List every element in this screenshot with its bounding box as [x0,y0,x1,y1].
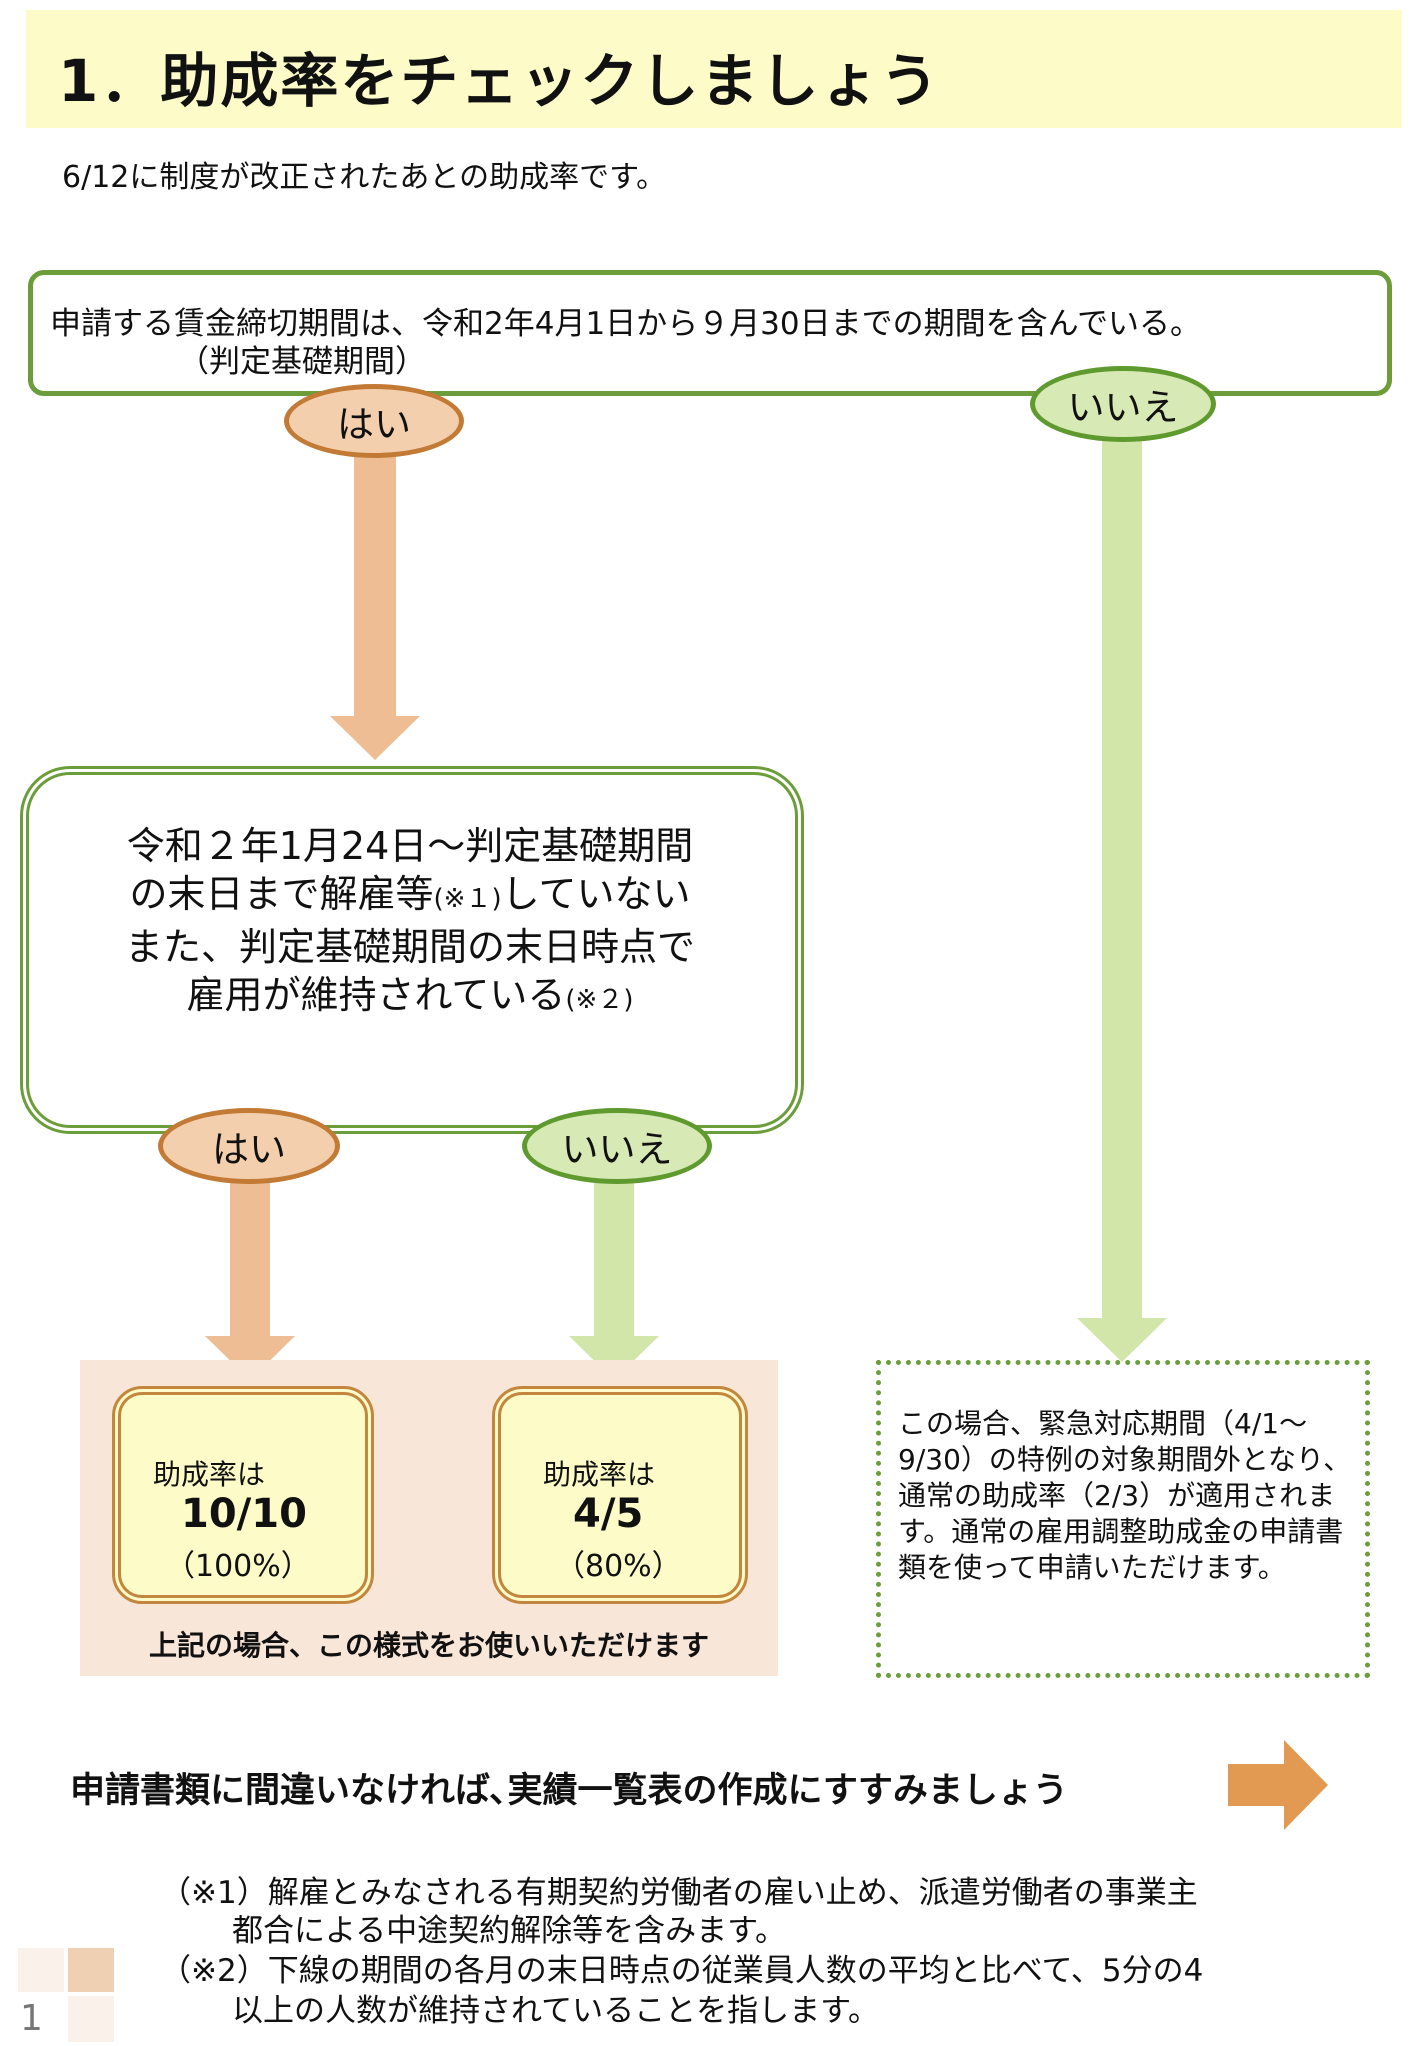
no-label: いいえ [561,1128,673,1171]
question1-subtext: （判定基礎期間） [178,344,426,380]
question2-line2: の末日まで解雇等(※１)していない [60,870,760,923]
rate-percent: （100%） [165,1549,311,1584]
footnote-1-cont: 都合による中途契約解除等を含みます。 [232,1913,786,1949]
yes-arrow-shaft-2 [230,1180,270,1340]
rate-label: 助成率は [543,1458,656,1491]
question1-yes-badge: はい [284,384,464,458]
result-note: 上記の場合、この様式をお使いいただけます [148,1629,709,1662]
rate-percent: （80%） [555,1549,682,1584]
page-title: 1．助成率をチェックしましょう [58,47,941,115]
rate-box-full: 助成率は 10/10 （100%） [112,1386,374,1604]
right-arrow-icon [1228,1740,1328,1830]
footnote-2-cont: 以上の人数が維持されていることを指します。 [232,1993,879,2029]
yes-label: はい [337,403,411,446]
question2-line2b: していない [501,872,691,916]
page-decoration [68,1948,114,1992]
footnote-1: （※1）解雇とみなされる有期契約労働者の雇い止め、派遣労働者の事業主 [160,1872,1198,1914]
yes-arrow-head-1 [330,716,420,760]
rate-fraction: 10/10 [181,1491,307,1537]
no-case-text: この場合、緊急対応期間（4/1～9/30）の特例の対象期間外となり､通常の助成率… [898,1407,1344,1584]
yes-arrow-shaft-1 [354,450,396,720]
question2-line4: 雇用が維持されている(※２) [60,971,760,1024]
footnote-ref-2: (※２) [565,985,634,1015]
question1-no-badge: いいえ [1030,366,1216,442]
yes-label: はい [212,1128,286,1171]
rate-box-partial: 助成率は 4/5 （80%） [492,1386,748,1604]
no-arrow-shaft-2 [594,1180,634,1340]
page-subtitle: 6/12に制度が改正されたあとの助成率です。 [62,160,667,195]
title-banner [26,10,1402,128]
footnote-line: 下線の期間の各月の末日時点の従業員人数の平均と比べて、5分の4 [267,1953,1204,1989]
next-step-text: 申請書類に間違いなければ､実績一覧表の作成にすすみましょう [70,1771,1068,1811]
footnote-line: 解雇とみなされる有期契約労働者の雇い止め、派遣労働者の事業主 [267,1875,1198,1911]
rate-fraction: 4/5 [573,1491,644,1537]
question1-text: 申請する賃金締切期間は、令和2年4月1日から９月30日までの期間を含んでいる。 [50,306,1202,342]
no-case-box [876,1360,1370,1678]
page-number: 1 [20,1998,43,2039]
page-decoration [68,1996,114,2042]
rate-label: 助成率は [153,1458,266,1491]
question2-line1: 令和２年1月24日～判定基礎期間 [126,824,694,868]
no-arrow-shaft-1 [1102,436,1142,1324]
question2-line2a: の末日まで解雇等 [129,872,434,916]
question2-no-badge: いいえ [522,1108,712,1184]
no-arrow-head-1 [1077,1318,1167,1362]
footnote-mark: （※1） [160,1875,268,1911]
no-label: いいえ [1067,386,1179,429]
question2-text: 令和２年1月24日～判定基礎期間 の末日まで解雇等(※１)していない また、判定… [60,822,760,1024]
question2-box [20,766,804,1134]
footnote-2: （※2）下線の期間の各月の末日時点の従業員人数の平均と比べて、5分の4 [160,1950,1203,1992]
question2-line3: また、判定基礎期間の末日時点で [124,925,695,969]
question2-yes-badge: はい [158,1108,340,1184]
question2-line4a: 雇用が維持されている [186,973,566,1017]
footnote-mark: （※2） [160,1953,268,1989]
page-decoration [18,1948,64,1992]
footnote-ref-1: (※１) [433,884,502,914]
